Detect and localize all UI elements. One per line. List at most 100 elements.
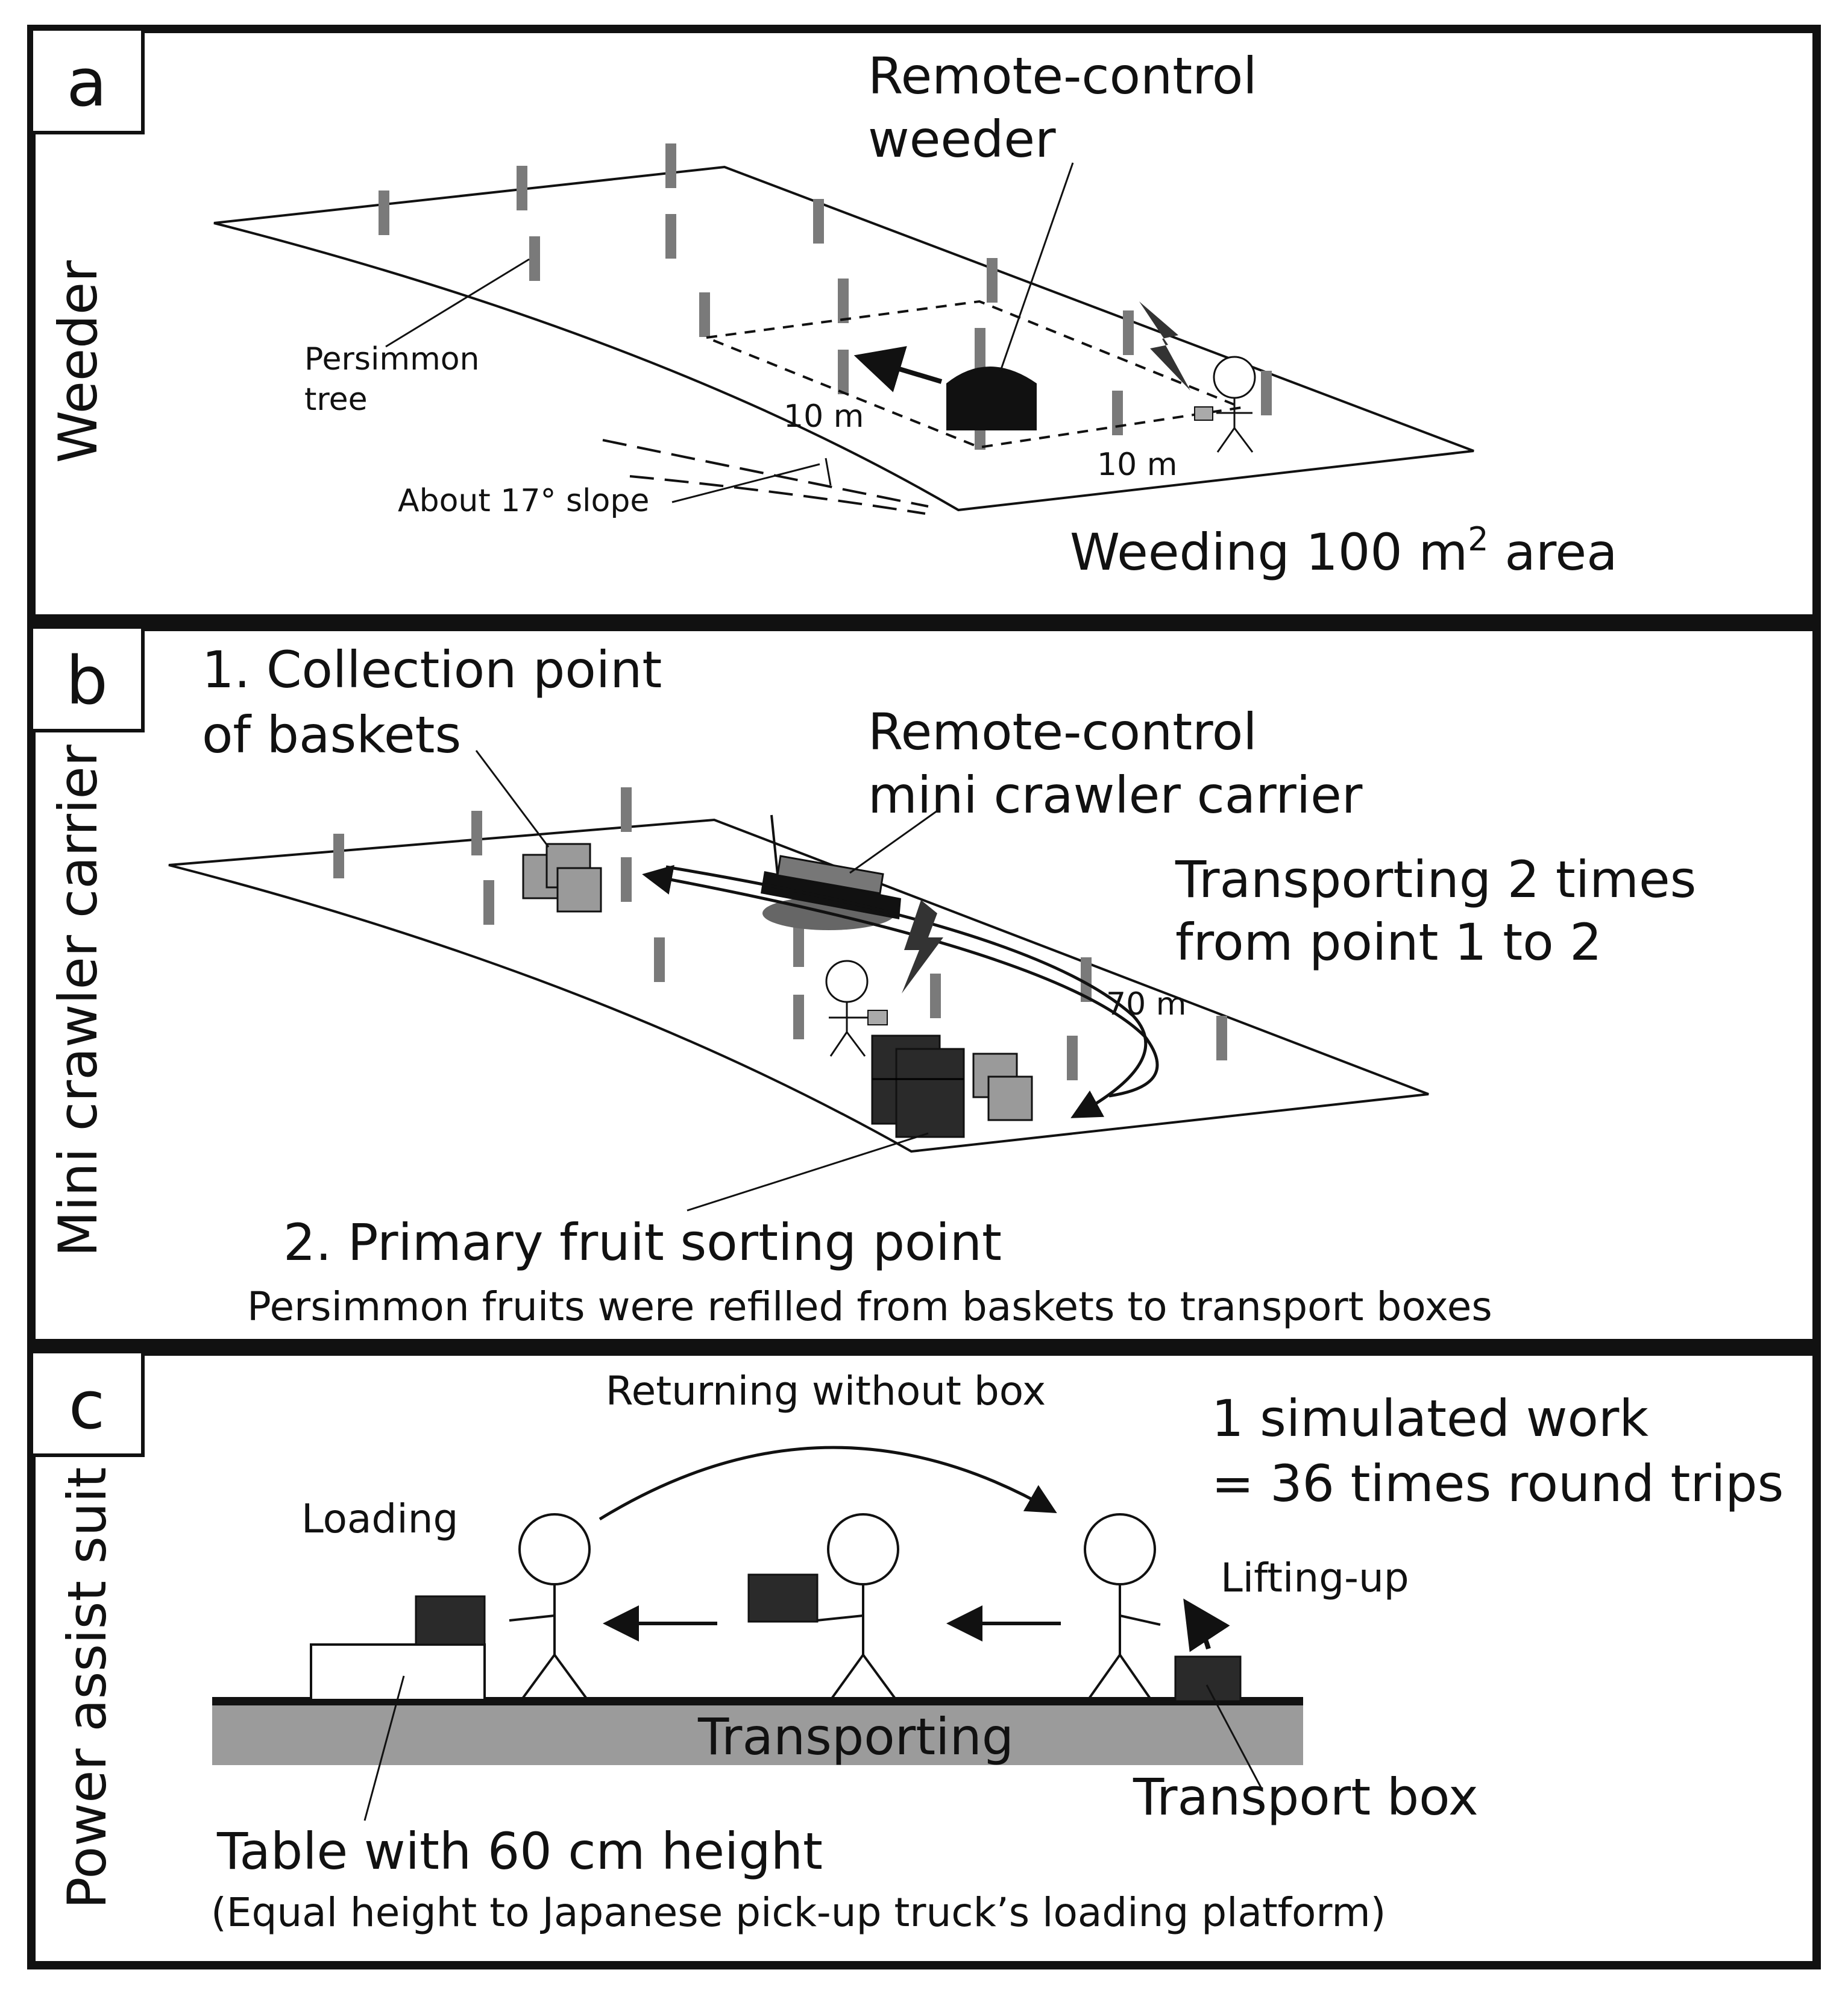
transport-box-icon: [895, 1048, 965, 1138]
panel-b-frame: [27, 623, 1821, 1347]
carrier-label-line1: Remote-control: [868, 702, 1257, 761]
worker-loading: [509, 1513, 591, 1701]
tree-marker: [1081, 957, 1092, 1002]
transport-box-leader: [1205, 1684, 1262, 1788]
tree-marker: [793, 995, 804, 1039]
tree-marker: [1123, 310, 1134, 355]
remote-control-weeder: [946, 367, 1037, 430]
weeder-device-label-line1: Remote-control: [868, 46, 1257, 105]
tree-label-line1: Persimmon: [304, 341, 480, 377]
table-label-leader: [363, 1675, 405, 1821]
sorting-point-label: 2. Primary fruit sorting point: [283, 1213, 1002, 1272]
return-arc-arrow: [599, 1446, 1057, 1521]
collection-point-leader: [475, 750, 550, 848]
panel-a: a Weeder: [27, 25, 1821, 623]
panel-a-letter: a: [66, 44, 107, 121]
transport-box: [1174, 1655, 1242, 1702]
tree-marker: [529, 236, 540, 281]
tree-marker: [517, 166, 527, 210]
weeding-area-dashed: [702, 300, 1246, 449]
table-label-line2: (Equal height to Japanese pick-up truck’…: [211, 1889, 1386, 1936]
sorting-point-note: Persimmon fruits were refilled from bask…: [247, 1283, 1492, 1330]
transport-count-line1: Transporting 2 times: [1175, 850, 1696, 909]
tree-marker: [975, 328, 985, 373]
panel-a-frame: [27, 25, 1821, 623]
route-return-arrow: [665, 865, 1148, 1118]
basket-icon: [556, 867, 602, 913]
tree-marker: [838, 350, 849, 394]
tree-marker: [930, 974, 941, 1018]
transport-count-line2: from point 1 to 2: [1175, 913, 1602, 972]
simulated-work-line2: = 36 times round trips: [1212, 1454, 1784, 1513]
loaded-box: [415, 1595, 486, 1646]
tree-marker: [665, 143, 676, 188]
tree-marker: [621, 857, 632, 902]
panel-b: b Mini crawler carrier: [27, 623, 1821, 1347]
transporting-label: Transporting: [697, 1707, 1014, 1766]
tree-marker: [813, 199, 824, 244]
panel-c-side-label: Power assist suit: [56, 1467, 118, 1909]
lightning-icon: [902, 900, 943, 993]
slope-indicator: [602, 439, 929, 515]
tree-marker: [471, 811, 482, 855]
sorting-point-leader: [687, 1132, 929, 1212]
dimension-left: 10 m: [784, 398, 864, 435]
panel-c-frame: [27, 1347, 1821, 1969]
dimension-right: 10 m: [1097, 447, 1177, 483]
tree-marker: [379, 190, 389, 235]
carrier-label-line2: mini crawler carrier: [868, 766, 1363, 825]
carrier-field-outline: [168, 818, 1429, 1153]
tree-marker: [793, 922, 804, 967]
weeder-trees: [379, 143, 1272, 450]
basket-stack: [522, 843, 602, 913]
operator-figure: [1213, 356, 1256, 453]
panel-a-side-label: Weeder: [47, 260, 109, 463]
panel-c-letter-box: [30, 1350, 145, 1457]
remote-controller-icon: [1194, 406, 1213, 421]
remote-controller-icon: [867, 1010, 888, 1025]
carrier-label-leader: [849, 810, 938, 874]
lift-up-arrow: [1183, 1598, 1230, 1652]
tree-marker: [838, 279, 849, 323]
tree-marker: [987, 258, 998, 303]
tree-marker: [665, 214, 676, 259]
lifting-label: Lifting-up: [1221, 1555, 1409, 1601]
table-label-line1: Table with 60 cm height: [216, 1822, 823, 1881]
tree-marker: [1261, 371, 1272, 415]
tree-marker: [621, 787, 632, 832]
sorting-baskets: [972, 1053, 1033, 1121]
weeding-area-label: Weeding 100 m2 area: [1070, 520, 1618, 582]
tree-marker: [333, 834, 344, 878]
loading-label: Loading: [301, 1496, 458, 1542]
transport-box-label: Transport box: [1133, 1768, 1479, 1827]
panel-b-letter: b: [66, 642, 108, 719]
tree-label-line2: tree: [304, 382, 368, 418]
weeder-field-outline: [213, 165, 1474, 512]
carrier-trees: [333, 787, 1227, 1080]
slope-leader: [671, 463, 820, 503]
worker-carrying: [816, 1513, 899, 1701]
worker-lifting: [1084, 1513, 1161, 1701]
tree-marker: [654, 937, 665, 982]
carrier-handle: [770, 814, 779, 875]
tree-marker: [699, 292, 710, 337]
simulated-work-line1: 1 simulated work: [1212, 1389, 1648, 1448]
panel-c-letter: c: [69, 1367, 105, 1444]
carrier-bed: [776, 855, 884, 895]
panel-b-letter-box: [30, 625, 145, 732]
slope-label: About 17° slope: [398, 483, 649, 519]
collection-point-label-line1: 1. Collection point: [202, 640, 662, 699]
weeder-label-leader: [999, 162, 1074, 371]
weeder-direction-arrow: [853, 346, 943, 392]
transport-box-stack: [871, 1034, 965, 1138]
panel-b-side-label: Mini crawler carrier: [47, 744, 109, 1256]
collection-point-label-line2: of baskets: [202, 705, 461, 764]
route-outbound-arrow: [642, 864, 1159, 1098]
returning-label: Returning without box: [606, 1368, 1046, 1414]
slope-tick: [825, 458, 832, 486]
tree-marker: [1216, 1016, 1227, 1060]
panel-a-letter-box: [30, 27, 145, 134]
carried-box: [747, 1573, 819, 1623]
tree-marker: [483, 880, 494, 925]
